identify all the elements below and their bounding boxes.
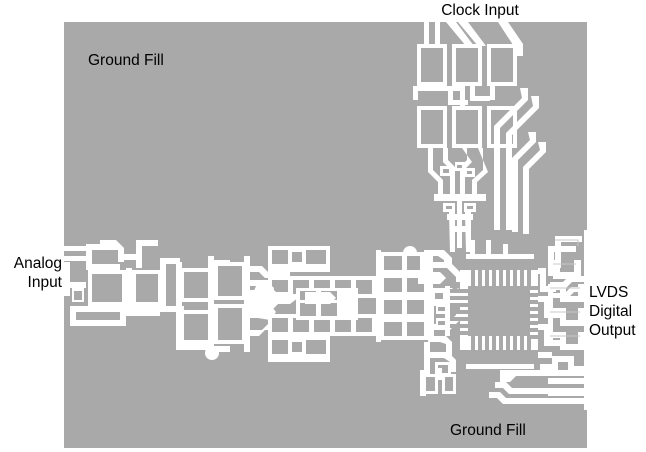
copper-clearance-artwork xyxy=(64,22,587,410)
trace-halo xyxy=(550,239,580,337)
power-decoupling-section xyxy=(418,250,456,396)
label-ground-fill-bottom: Ground Fill xyxy=(450,422,526,439)
label-lvds-digital-output: LVDS Digital Output xyxy=(589,284,636,339)
label-ground-fill-top: Ground Fill xyxy=(88,52,164,69)
adc-pins-left xyxy=(448,289,470,335)
adc-pins-bottom xyxy=(471,336,531,366)
ground-fill-plane xyxy=(64,22,587,448)
clock-input-section xyxy=(413,22,546,252)
adc-pins-top xyxy=(471,258,531,288)
ground-stitching xyxy=(470,240,508,256)
adc-package xyxy=(445,254,553,369)
label-analog-input: Analog Input xyxy=(13,255,62,291)
label-clock-input: Clock Input xyxy=(441,2,519,19)
analog-input-section xyxy=(64,240,417,360)
